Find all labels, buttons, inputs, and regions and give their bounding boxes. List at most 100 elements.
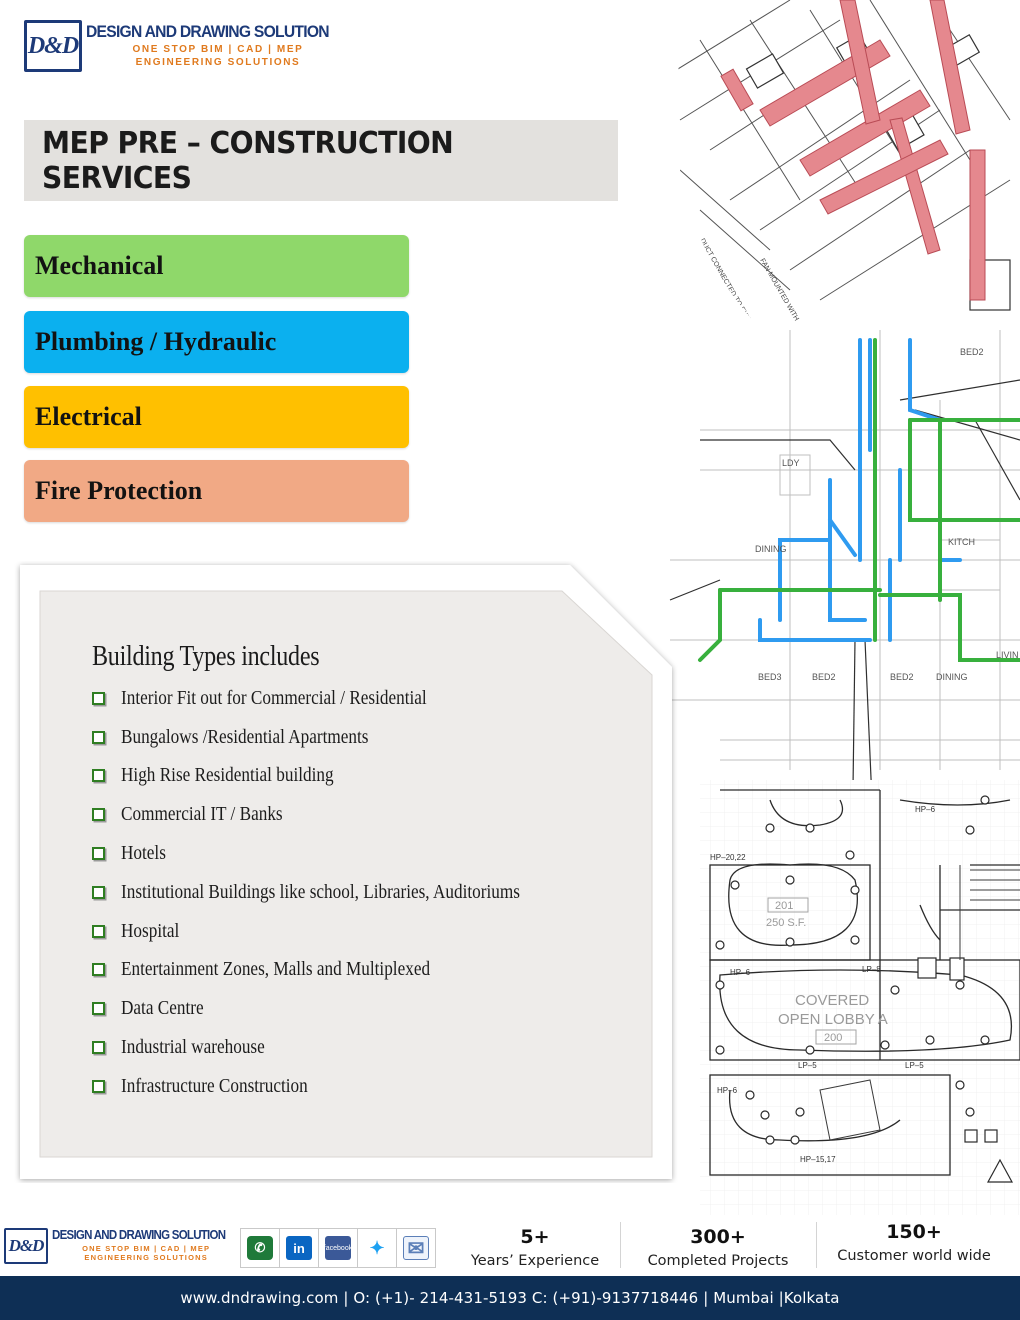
logo-company-name: DESIGN AND DRAWING SOLUTION <box>86 22 330 41</box>
stat-experience-label: Years’ Experience <box>470 1253 600 1269</box>
facebook-link[interactable]: facebook <box>318 1228 358 1268</box>
footer-contact-text: www.dndrawing.com | O: (+1)- 214-431-519… <box>180 1289 840 1307</box>
service-fire-protection: Fire Protection <box>24 460 409 522</box>
checkbox-bullet-icon <box>92 1041 105 1055</box>
logo-tagline: ONE STOP BIM | CAD | MEP ENGINEERING SOL… <box>86 44 350 69</box>
list-item-label: Commercial IT / Banks <box>121 803 283 826</box>
label-covered: COVERED <box>795 992 869 1009</box>
label-hp6-mid: HP–6 <box>730 968 751 977</box>
footer-logo-company-name: DESIGN AND DRAWING SOLUTION <box>52 1228 226 1243</box>
list-item: Interior Fit out for Commercial / Reside… <box>92 679 652 718</box>
stat-projects-value: 300+ <box>690 1226 746 1248</box>
email-link[interactable]: ✉ <box>396 1228 436 1268</box>
list-item-label: Entertainment Zones, Malls and Multiplex… <box>121 958 431 981</box>
stat-divider <box>620 1222 621 1268</box>
list-item: Institutional Buildings like school, Lib… <box>92 873 652 912</box>
list-item: High Rise Residential building <box>92 757 652 796</box>
footer-logo-tagline-line2: ENGINEERING SOLUTIONS <box>84 1253 208 1263</box>
label-hp-15-17: HP–15,17 <box>800 1155 836 1164</box>
list-item-label: Data Centre <box>121 997 204 1020</box>
label-dining-right: DINING <box>936 672 968 682</box>
checkbox-bullet-icon <box>92 847 105 861</box>
label-room-area: 250 S.F. <box>766 917 806 929</box>
checkbox-bullet-icon <box>92 1002 105 1016</box>
list-item-label: Bungalows /Residential Apartments <box>121 725 369 748</box>
list-item: Data Centre <box>92 989 652 1028</box>
whatsapp-link[interactable]: ✆ <box>240 1228 280 1268</box>
plumbing-drawing: BED2 DINING KITCH LDY BED3 BED2 BED2 DIN… <box>669 330 1020 1101</box>
list-item-label: High Rise Residential building <box>121 764 334 787</box>
logo-text: DESIGN AND DRAWING SOLUTION ONE STOP BIM… <box>86 23 350 69</box>
label-bed2-top: BED2 <box>960 347 984 357</box>
label-lp5-left: LP–5 <box>798 1061 817 1070</box>
list-item: Hotels <box>92 834 652 873</box>
logo-tagline-line1: ONE STOP BIM | CAD | MEP <box>132 44 304 55</box>
checkbox-bullet-icon <box>92 769 105 783</box>
panel-frame <box>20 565 672 1179</box>
whatsapp-icon: ✆ <box>247 1236 273 1260</box>
facebook-icon: facebook <box>324 1236 352 1260</box>
stat-customers-value: 150+ <box>886 1221 942 1243</box>
stat-experience-value: 5+ <box>520 1226 550 1248</box>
list-item: Bungalows /Residential Apartments <box>92 718 652 757</box>
checkbox-bullet-icon <box>92 1079 105 1093</box>
building-types-panel: Building Types includes Interior Fit out… <box>14 561 678 1183</box>
company-logo: D&D DESIGN AND DRAWING SOLUTION ONE STOP… <box>24 20 350 72</box>
list-item-label: Hotels <box>121 842 166 865</box>
service-mechanical: Mechanical <box>24 235 409 297</box>
list-item: Industrial warehouse <box>92 1028 652 1067</box>
label-room-201: 201 <box>775 900 793 912</box>
footer-logo-tagline: ONE STOP BIM | CAD | MEP ENGINEERING SOL… <box>52 1244 240 1263</box>
checkbox-bullet-icon <box>92 691 105 705</box>
label-bed3: BED3 <box>758 672 782 682</box>
checkbox-bullet-icon <box>92 924 105 938</box>
email-icon: ✉ <box>403 1236 429 1260</box>
checkbox-bullet-icon <box>92 885 105 899</box>
footer-logo: D&D DESIGN AND DRAWING SOLUTION ONE STOP… <box>4 1228 240 1264</box>
list-item-label: Institutional Buildings like school, Lib… <box>121 880 520 903</box>
stat-customers-label: Customer world wide <box>837 1248 991 1264</box>
label-hp6-low: HP–6 <box>717 1086 738 1095</box>
footer-logo-tagline-line1: ONE STOP BIM | CAD | MEP <box>82 1243 211 1253</box>
label-dining-left: DINING <box>755 544 787 554</box>
footer-logo-mark: D&D <box>4 1228 48 1264</box>
twitter-link[interactable]: ✦ <box>357 1228 397 1268</box>
electrical-drawing: HP–20,22 HP–6 HP–6 HP–6 LP–5 LP–5 LP–8 H… <box>700 780 1020 1215</box>
service-electrical: Electrical <box>24 386 409 448</box>
checkbox-bullet-icon <box>92 808 105 822</box>
twitter-icon: ✦ <box>364 1236 390 1260</box>
list-item-label: Hospital <box>121 919 180 942</box>
checkbox-bullet-icon <box>92 730 105 744</box>
label-lp5-right: LP–5 <box>905 1061 924 1070</box>
footer-contact-bar: www.dndrawing.com | O: (+1)- 214-431-519… <box>0 1276 1020 1320</box>
linkedin-link[interactable]: in <box>279 1228 319 1268</box>
list-item-label: Interior Fit out for Commercial / Reside… <box>121 686 427 709</box>
label-open-lobby: OPEN LOBBY A <box>778 1011 888 1028</box>
logo-tagline-line2: ENGINEERING SOLUTIONS <box>135 56 301 68</box>
list-item-label: Infrastructure Construction <box>121 1074 308 1097</box>
list-item: Entertainment Zones, Malls and Multiplex… <box>92 951 652 990</box>
label-lobby-200: 200 <box>824 1032 842 1044</box>
title-band: MEP PRE – CONSTRUCTION SERVICES <box>24 120 618 201</box>
stat-divider <box>816 1222 817 1268</box>
label-bed2-right: BED2 <box>890 672 914 682</box>
list-item: Commercial IT / Banks <box>92 795 652 834</box>
checkbox-bullet-icon <box>92 963 105 977</box>
stat-experience: 5+ Years’ Experience <box>458 1218 612 1274</box>
label-hp6-top: HP–6 <box>915 805 936 814</box>
linkedin-icon: in <box>286 1236 312 1260</box>
mep-drawing-collage: DUCT CONNECTED TO EXISTING FAN MOUNTED W… <box>640 0 1020 1215</box>
logo-mark: D&D <box>24 20 82 72</box>
stat-customers: 150+ Customer world wide <box>818 1218 1010 1274</box>
label-hp-20-22: HP–20,22 <box>710 853 746 862</box>
list-item: Hospital <box>92 912 652 951</box>
stat-projects: 300+ Completed Projects <box>632 1218 804 1274</box>
label-living: LIVIN <box>996 650 1019 660</box>
building-types-list: Interior Fit out for Commercial / Reside… <box>92 679 652 1106</box>
service-plumbing: Plumbing / Hydraulic <box>24 311 409 373</box>
building-types-heading: Building Types includes <box>92 641 320 672</box>
page-title: MEP PRE – CONSTRUCTION SERVICES <box>42 125 454 196</box>
stat-projects-label: Completed Projects <box>647 1253 789 1269</box>
label-ldy: LDY <box>782 458 800 468</box>
label-bed2-low: BED2 <box>812 672 836 682</box>
